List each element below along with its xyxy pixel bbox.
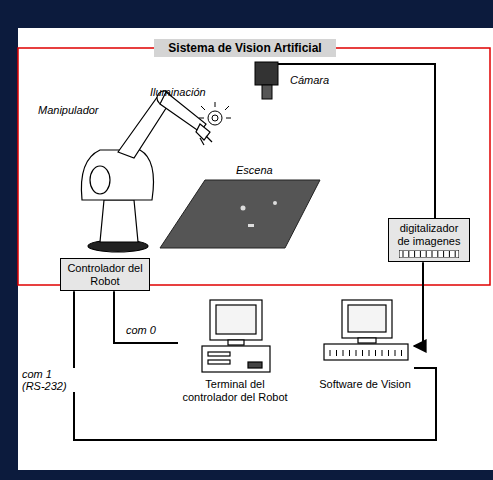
camera (255, 62, 278, 99)
cable (414, 262, 423, 346)
vision-region (18, 48, 490, 285)
vision-computer: Software de Vision (316, 298, 414, 391)
box-label: digitalizador de imagenes (394, 222, 464, 247)
terminal-computer: Terminal del controlador del Robot (178, 298, 292, 403)
port-label: com 1 (RS-232) (20, 368, 76, 392)
cable (114, 291, 178, 343)
lamp-label: Iluminación (150, 86, 206, 98)
computer-icon (190, 298, 280, 378)
digitizer-box: digitalizador de imagenes (388, 218, 470, 262)
port-label: com 0 (124, 324, 158, 336)
computer-label: Terminal del controlador del Robot (178, 378, 292, 403)
page-ground (18, 28, 493, 470)
computer-label: Software de Vision (316, 378, 414, 391)
camera-label: Cámara (290, 74, 329, 86)
diagram-title: Sistema de Vision Artificial (154, 39, 335, 57)
scene-label: Escena (236, 164, 273, 176)
connector-strip (399, 250, 459, 258)
controller-box: Controlador del Robot (60, 258, 150, 291)
cable (74, 291, 436, 440)
box-label: Controlador del Robot (66, 262, 144, 287)
manipulator-label: Manipulador (38, 104, 99, 116)
computer-icon (320, 298, 410, 378)
manipulator (81, 91, 212, 252)
scene (160, 180, 320, 248)
